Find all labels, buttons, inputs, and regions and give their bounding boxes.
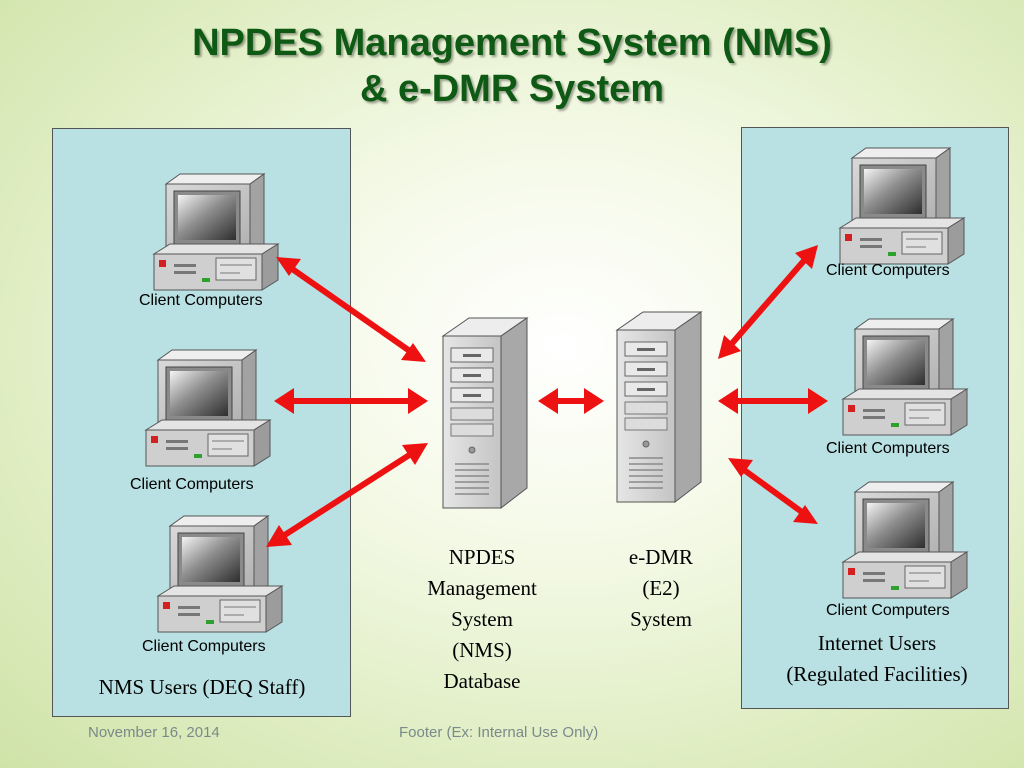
nms-label-line-4: (NMS): [452, 638, 512, 662]
nms-server-label: NPDES Management System (NMS) Database: [402, 542, 562, 697]
left-client-label-2: Client Computers: [130, 476, 254, 493]
footer-date: November 16, 2014: [88, 724, 220, 741]
title-line-2: & e-DMR System: [359, 68, 665, 110]
arrow-left-client2-to-nms: [274, 388, 428, 414]
nms-label-line-1: NPDES: [448, 545, 516, 569]
edmr-label-line-3: System: [630, 607, 692, 631]
slide-title: NPDES Management System (NMS) & e-DMR Sy…: [0, 20, 1024, 112]
left-panel-caption: NMS Users (DEQ Staff): [98, 675, 306, 699]
edmr-server-label: e-DMR (E2) System: [602, 542, 720, 635]
right-client-computer-3-icon: [842, 481, 968, 599]
right-client-label-3: Client Computers: [826, 602, 950, 619]
arrow-nms-to-edmr: [538, 388, 604, 414]
nms-label-line-2: Management: [427, 576, 537, 600]
right-client-label-2: Client Computers: [826, 440, 950, 457]
arrow-edmr-to-right-client1: [718, 245, 818, 359]
left-client-label-1: Client Computers: [139, 292, 263, 309]
connection-arrows: [266, 245, 828, 547]
left-client-computer-3-icon: [157, 515, 283, 633]
arrow-left-client3-to-nms: [266, 443, 428, 547]
edmr-server-icon: [616, 311, 702, 503]
right-caption-line-1: Internet Users: [817, 631, 937, 655]
right-client-label-1: Client Computers: [826, 262, 950, 279]
footer-text: Footer (Ex: Internal Use Only): [399, 724, 599, 741]
edmr-label-line-2: (E2): [642, 576, 680, 600]
nms-database-server-icon: [442, 317, 528, 509]
title-line-1: NPDES Management System (NMS): [192, 22, 832, 64]
left-client-computer-1-icon: [153, 173, 279, 291]
edmr-label-line-1: e-DMR: [628, 545, 694, 569]
right-client-computer-1-icon: [839, 147, 965, 265]
nms-label-line-5: Database: [443, 669, 521, 693]
right-caption-line-2: (Regulated Facilities): [786, 662, 968, 686]
nms-label-line-3: System: [451, 607, 513, 631]
arrow-left-client1-to-nms: [276, 257, 426, 362]
right-client-computer-2-icon: [842, 318, 968, 436]
arrow-edmr-to-right-client2: [718, 388, 828, 414]
left-client-computer-2-icon: [145, 349, 271, 467]
left-client-label-3: Client Computers: [142, 638, 266, 655]
right-panel-caption: Internet Users (Regulated Facilities): [748, 628, 1006, 690]
arrow-edmr-to-right-client3: [728, 458, 818, 524]
